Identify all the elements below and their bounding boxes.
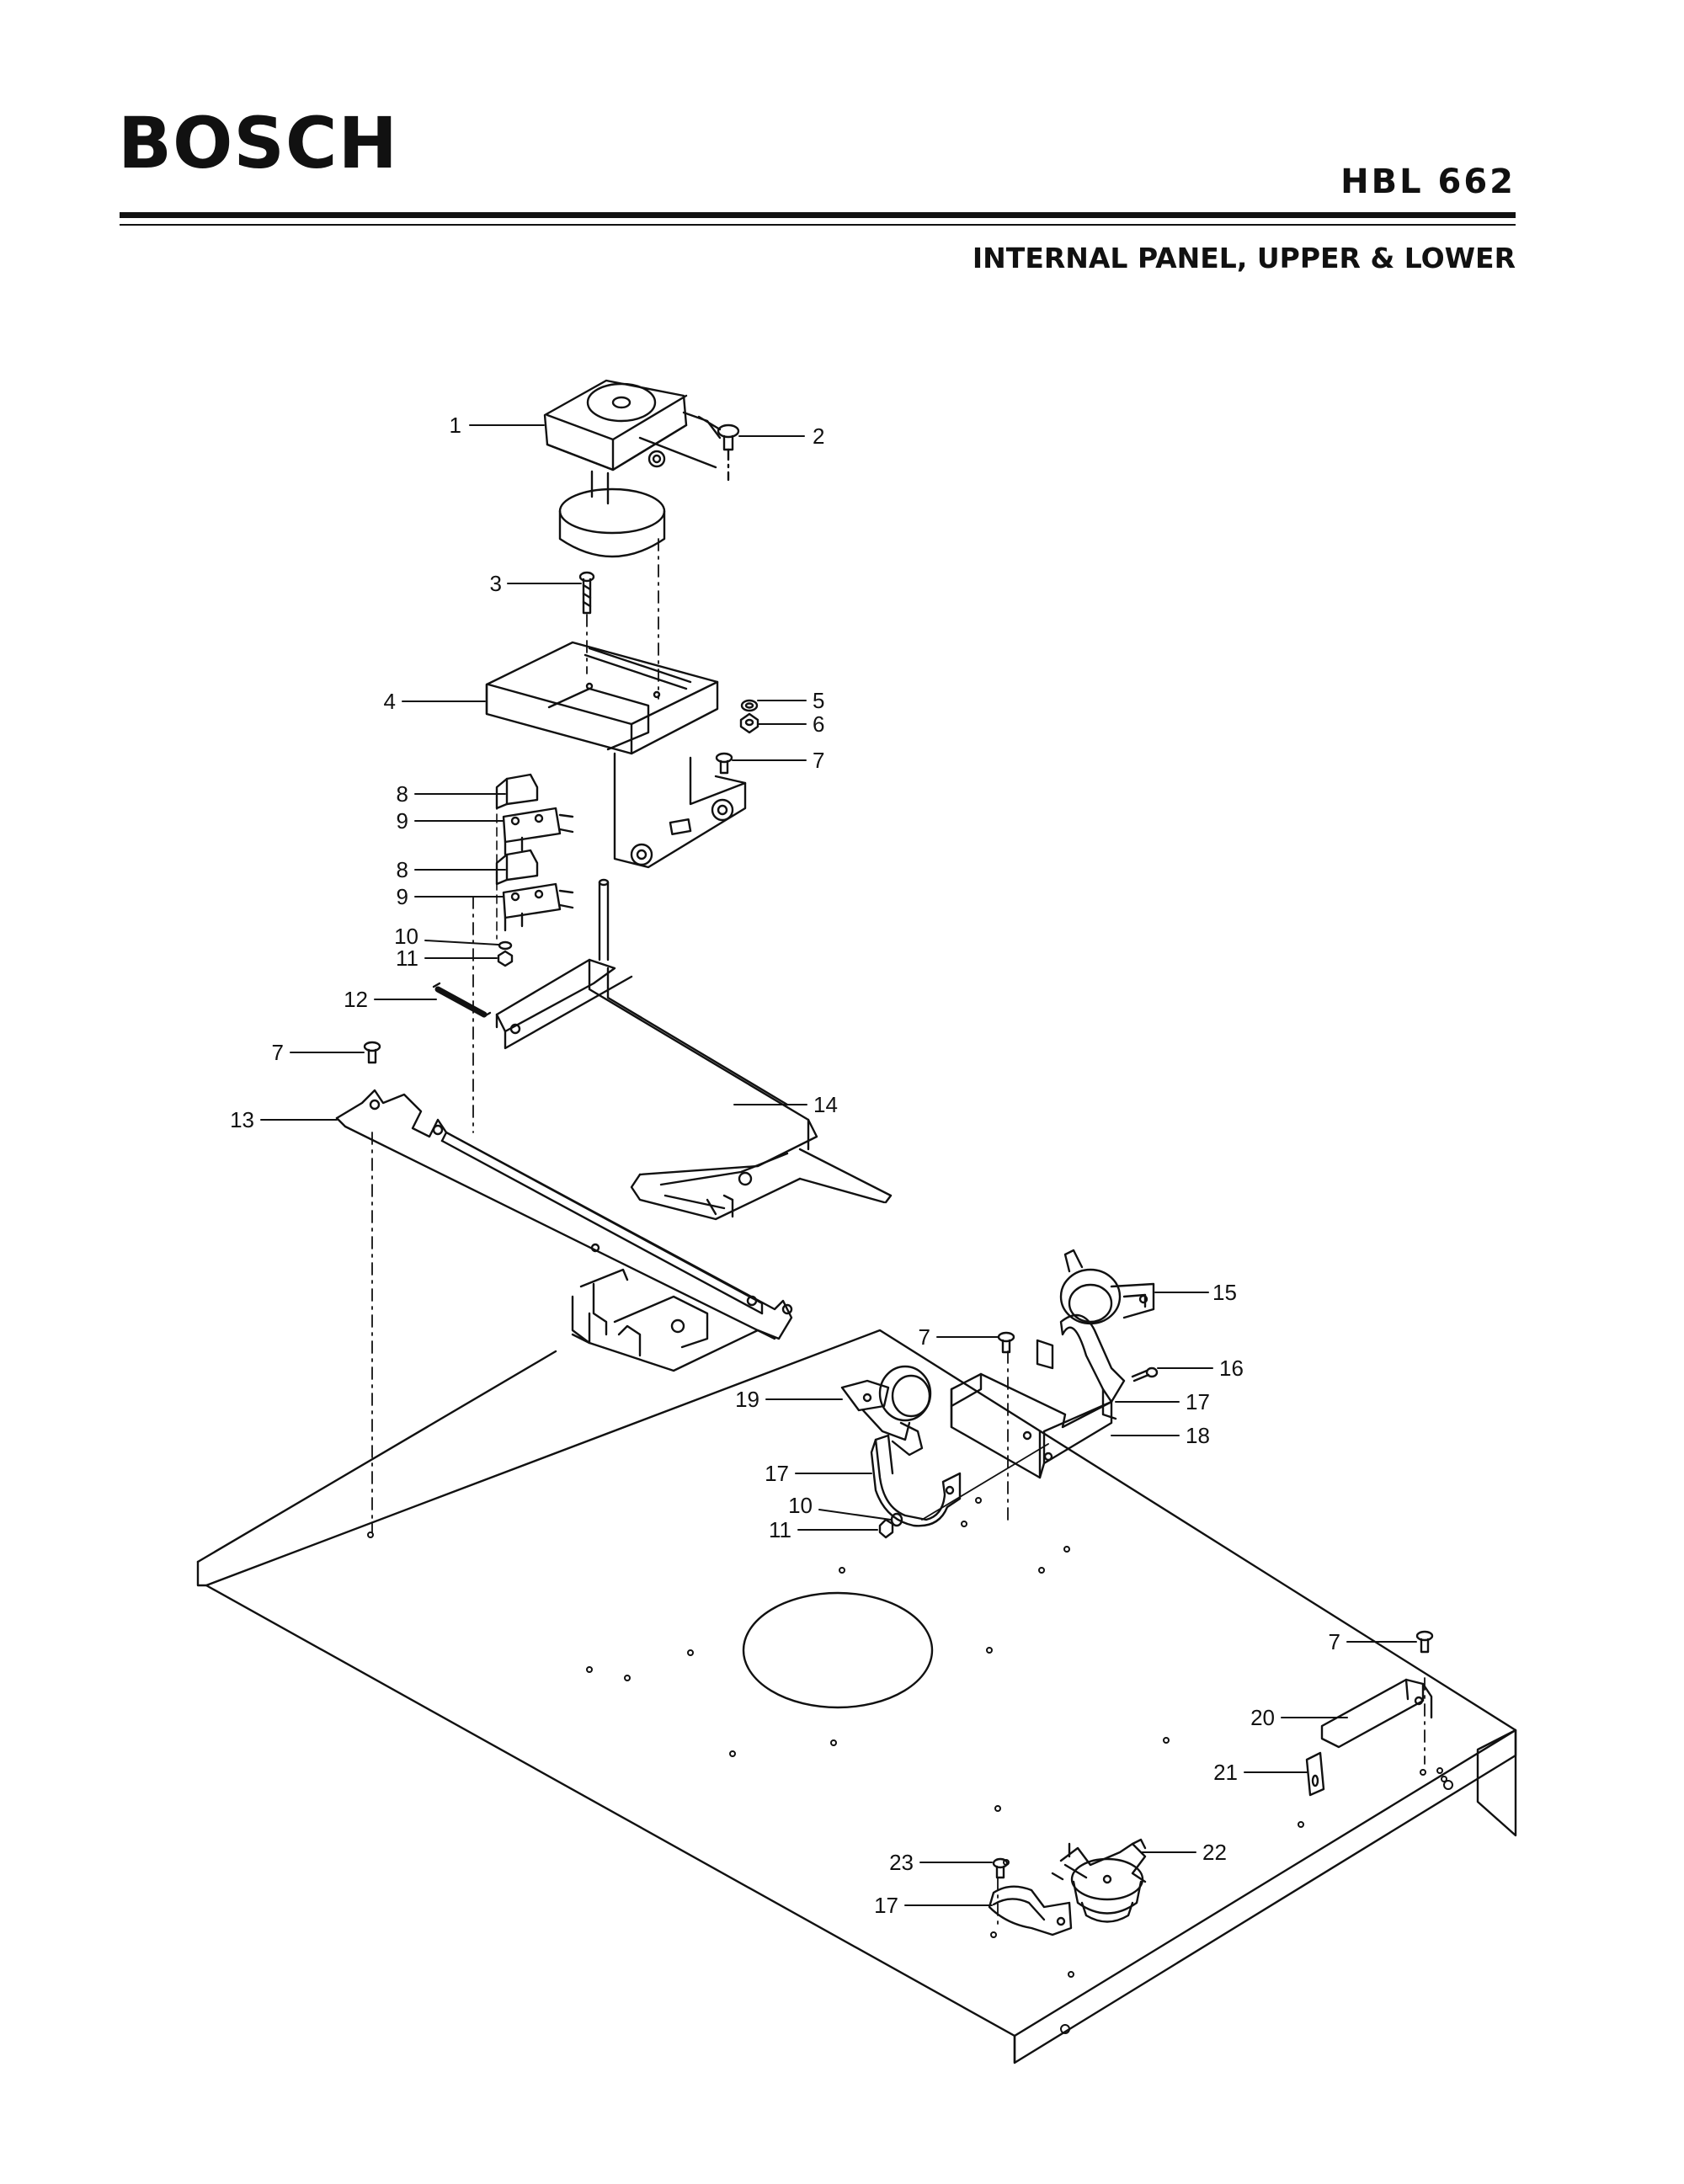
part-1-timer-motor [543,379,722,558]
callout-17a: 17 [1186,1389,1210,1414]
part-16-screw [1131,1366,1159,1382]
part-17-clip-c [988,1885,1073,1936]
callout-1: 1 [450,413,461,438]
part-11-nut-a [497,950,514,967]
callout-8a: 8 [397,781,408,807]
part-3-bolt [578,571,595,615]
part-14-lever [495,878,893,1221]
part-20-bracket [1320,1678,1433,1749]
callout-labels: 1 2 3 4 5 6 7 8 9 8 9 10 11 12 7 13 14 1… [230,413,1340,1918]
part-7-screw-d [1415,1630,1434,1654]
part-9-microswitch-b [502,882,574,932]
callout-16: 16 [1219,1356,1244,1381]
callout-14: 14 [813,1092,838,1117]
part-11-nut-b [878,1518,894,1539]
part-22-thermostat [1051,1838,1147,1923]
callout-12: 12 [344,987,368,1012]
part-8-insulator-a [495,773,539,810]
part-7-screw-a [715,752,733,775]
header-rule-thin [120,224,1516,226]
part-12-spring [432,982,492,1018]
callout-6: 6 [813,711,824,737]
part-23-screw [992,1857,1009,1879]
callout-11b: 11 [769,1517,791,1542]
callout-7c: 7 [919,1324,930,1350]
model-number: HBL 662 [1340,162,1516,201]
part-17-clip-b [870,1434,962,1527]
callout-19: 19 [735,1387,759,1412]
part-15-thermostat [1059,1249,1155,1325]
base-panel [196,1329,1517,2064]
part-19-thermostat [840,1365,932,1457]
part-10-washer-a [498,940,513,951]
callout-3: 3 [490,571,502,596]
callout-7b: 7 [272,1040,284,1065]
callout-10b: 10 [788,1493,813,1518]
callout-7d: 7 [1329,1629,1340,1654]
part-18-bracket [921,1372,1113,1521]
callout-17b: 17 [765,1461,789,1486]
callout-2: 2 [813,423,824,449]
callout-11a: 11 [396,946,418,971]
callout-21: 21 [1213,1760,1238,1785]
callout-4: 4 [384,689,396,714]
part-8-insulator-b [495,849,539,886]
callout-5: 5 [813,688,824,713]
callout-7a: 7 [813,748,824,773]
part-6-nut [739,712,759,734]
callout-9a: 9 [397,808,408,834]
callout-18: 18 [1186,1423,1210,1448]
callout-20: 20 [1250,1705,1275,1730]
part-2-screw [717,423,740,482]
brand-logo: BOSCH [118,102,398,184]
part-9-microswitch-a [502,807,574,856]
part-21-terminal [1305,1751,1325,1797]
part-5-washer [740,699,759,712]
part-4-bracket [485,641,747,869]
callout-23: 23 [889,1850,914,1875]
callout-22: 22 [1202,1840,1227,1865]
part-7-screw-c [997,1331,1015,1354]
section-title: INTERNAL PANEL, UPPER & LOWER [972,242,1516,274]
header-rule-thick [120,212,1516,218]
callout-13: 13 [230,1107,254,1132]
callout-10a: 10 [394,924,418,949]
part-13-rail [335,1089,793,1372]
part-7-screw-b [363,1041,381,1064]
callout-9b: 9 [397,884,408,909]
leader-lines [260,424,1417,1906]
callout-8b: 8 [397,857,408,882]
callout-15: 15 [1212,1280,1237,1305]
callout-17c: 17 [874,1893,898,1918]
